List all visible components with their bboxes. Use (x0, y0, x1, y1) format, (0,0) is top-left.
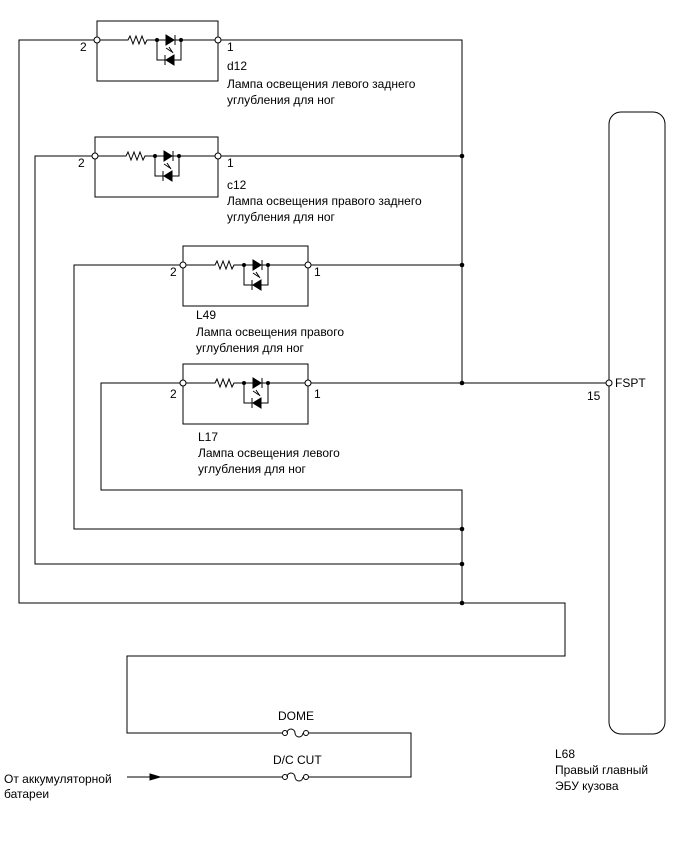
lamp-L49-pin-left-label: 2 (170, 265, 177, 279)
lamp-d12-name-line2: углубления для ног (227, 93, 336, 107)
ecu-id: L68 (555, 747, 575, 761)
lamp-c12-name-line1: Лампа освещения правого заднего (227, 194, 422, 208)
lamp-L17-pin-1 (304, 379, 312, 387)
lamp-L49-name-line1: Лампа освещения правого (196, 325, 344, 339)
lamp-d12-name-line1: Лампа освещения левого заднего (227, 77, 416, 91)
battery-label-line2: батареи (4, 787, 49, 801)
lamp-d12-id: d12 (227, 59, 247, 73)
fuse-dome: DOME (278, 709, 314, 738)
lamp-L49: 2 1 L49 Лампа освещения правого углублен… (170, 245, 344, 355)
lamp-d12-pin-left-label: 2 (80, 40, 87, 54)
ecu-name-line2: ЭБУ кузова (555, 779, 619, 793)
lamp-L49-pin-2 (179, 261, 187, 269)
lamp-L17-pin-2 (179, 379, 187, 387)
lamp-L49-pin-right-label: 1 (314, 265, 321, 279)
ecu-pin-15 (605, 379, 613, 387)
lamp-d12: 2 1 d12 Лампа освещения левого заднего у… (80, 20, 416, 107)
arrow-right-icon (149, 773, 162, 781)
lamp-L17-name-line2: углубления для ног (198, 462, 307, 476)
lamp-L17-name-line1: Лампа освещения левого (198, 446, 340, 460)
output-wiring (221, 39, 609, 386)
ecu-L68: FSPT 15 L68 Правый главный ЭБУ кузова (555, 111, 666, 793)
fuse-dc-cut-label: D/C CUT (273, 753, 322, 767)
lamp-L17-pin-left-label: 2 (170, 387, 177, 401)
lamp-d12-pin-right-label: 1 (227, 40, 234, 54)
fuse-dc-cut: D/C CUT (273, 753, 322, 782)
lamp-c12-pin-right-label: 1 (227, 156, 234, 170)
ecu-body (608, 111, 666, 735)
lamp-d12-pin-1 (214, 36, 222, 44)
lamp-L49-pin-1 (304, 261, 312, 269)
ecu-terminal-label: FSPT (615, 376, 646, 390)
lamp-c12-pin-2 (91, 152, 99, 160)
lamp-c12-id: c12 (227, 178, 247, 192)
lamp-c12-pin-left-label: 2 (78, 156, 85, 170)
lamp-c12-name-line2: углубления для ног (227, 210, 336, 224)
fuse-dome-label: DOME (278, 709, 314, 723)
input-wiring (18, 39, 566, 734)
fuse-link-wire (309, 732, 412, 778)
lamp-d12-pin-2 (93, 36, 101, 44)
lamp-L49-name-line2: углубления для ног (196, 341, 305, 355)
battery-label-line1: От аккумуляторной (4, 772, 112, 786)
lamp-c12-pin-1 (214, 152, 222, 160)
lamp-L17-pin-right-label: 1 (314, 387, 321, 401)
lamp-L49-id: L49 (196, 308, 216, 322)
lamp-c12: 2 1 c12 Лампа освещения правого заднего … (78, 136, 422, 224)
lamp-L17-id: L17 (198, 430, 218, 444)
ecu-name-line1: Правый главный (555, 763, 648, 777)
battery-feed: От аккумуляторной батареи (4, 772, 282, 801)
ecu-pin-label: 15 (587, 389, 601, 403)
lamp-L17: 2 1 L17 Лампа освещения левого углублени… (170, 363, 340, 476)
